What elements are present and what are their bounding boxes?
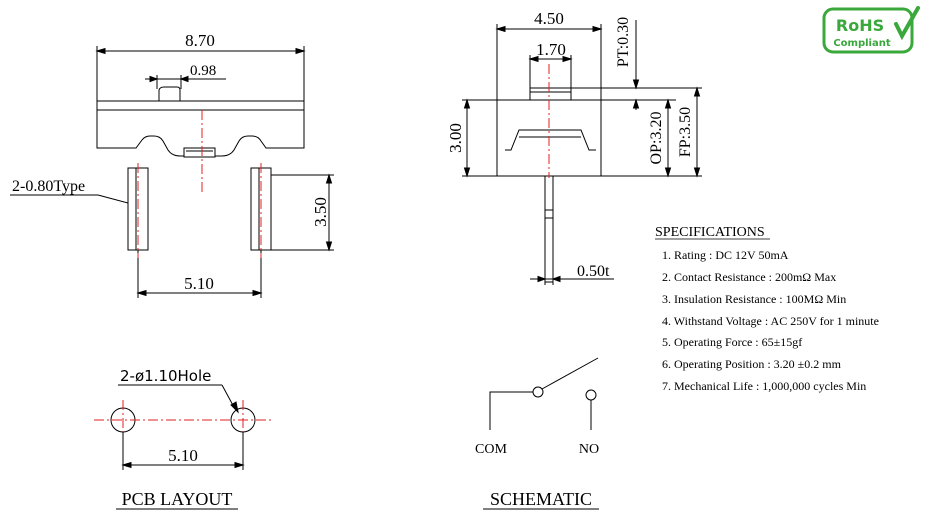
side-actuator-dimension (145, 75, 226, 89)
side-actuator (158, 86, 181, 101)
front-width-dimension (495, 24, 603, 100)
spec-item: 5. Operating Force : 65±15gf (662, 335, 802, 349)
spec-heading: SPECIFICATIONS (655, 225, 765, 240)
rohs-subtitle: Compliant (833, 38, 891, 49)
checkmark-icon (894, 6, 920, 41)
side-view (10, 46, 334, 298)
spec-item: 1. Rating : DC 12V 50mA (662, 248, 789, 262)
spec-item: 6. Operating Position : 3.20 ±0.2 mm (662, 357, 842, 371)
schematic-caption: SCHEMATIC (490, 489, 592, 509)
side-width-dimension (95, 46, 306, 101)
pin-type-label: 2-0.80Type (12, 178, 85, 195)
op-dimension (601, 98, 676, 178)
rohs-badge: RoHS Compliant (822, 6, 920, 54)
front-actuator-label: 1.70 (536, 40, 566, 59)
pin-length-label: 3.50 (311, 197, 330, 227)
pt-label: PT:0.30 (615, 17, 632, 67)
front-actuator-dimension (528, 55, 573, 90)
side-body (96, 100, 305, 111)
fp-dimension (571, 86, 702, 178)
schematic-symbol (489, 357, 599, 430)
fp-label: FP:3.50 (677, 107, 694, 157)
front-actuator (529, 87, 572, 101)
side-width-label: 8.70 (185, 31, 215, 50)
side-actuator-label: 0.98 (190, 63, 216, 79)
lead-thickness-dimension (530, 275, 614, 285)
com-contact (532, 386, 544, 398)
spec-item: 2. Contact Resistance : 200mΩ Max (662, 270, 836, 284)
hole-label: 2-ø1.10Hole (120, 367, 211, 385)
pcb-pitch-dimension (121, 432, 245, 470)
spec-item: 4. Withstand Voltage : AC 250V for 1 min… (662, 314, 879, 328)
lead-thickness-label: 0.50t (577, 263, 610, 280)
front-width-label: 4.50 (534, 9, 564, 28)
com-label: COM (475, 442, 507, 457)
side-window (183, 147, 216, 158)
pcb-layout (94, 384, 272, 470)
front-height-label: 3.00 (446, 123, 465, 153)
pin-length-dimension (271, 173, 334, 252)
front-height-dimension (462, 98, 497, 178)
no-contact (585, 389, 597, 401)
pcb-pitch-label: 5.10 (168, 446, 198, 465)
rohs-title: RoHS (836, 16, 884, 35)
front-view (462, 20, 702, 285)
specifications: SPECIFICATIONS 1. Rating : DC 12V 50mA 2… (655, 225, 879, 393)
front-lead (544, 175, 554, 283)
no-label: NO (579, 442, 599, 457)
pcb-layout-caption: PCB LAYOUT (122, 489, 233, 509)
spec-item: 7. Mechanical Life : 1,000,000 cycles Mi… (662, 379, 866, 393)
pin-pitch-label: 5.10 (184, 274, 214, 293)
front-window (505, 129, 596, 151)
op-label: OP:3.20 (648, 112, 665, 165)
spec-item: 3. Insulation Resistance : 100MΩ Min (662, 292, 846, 306)
